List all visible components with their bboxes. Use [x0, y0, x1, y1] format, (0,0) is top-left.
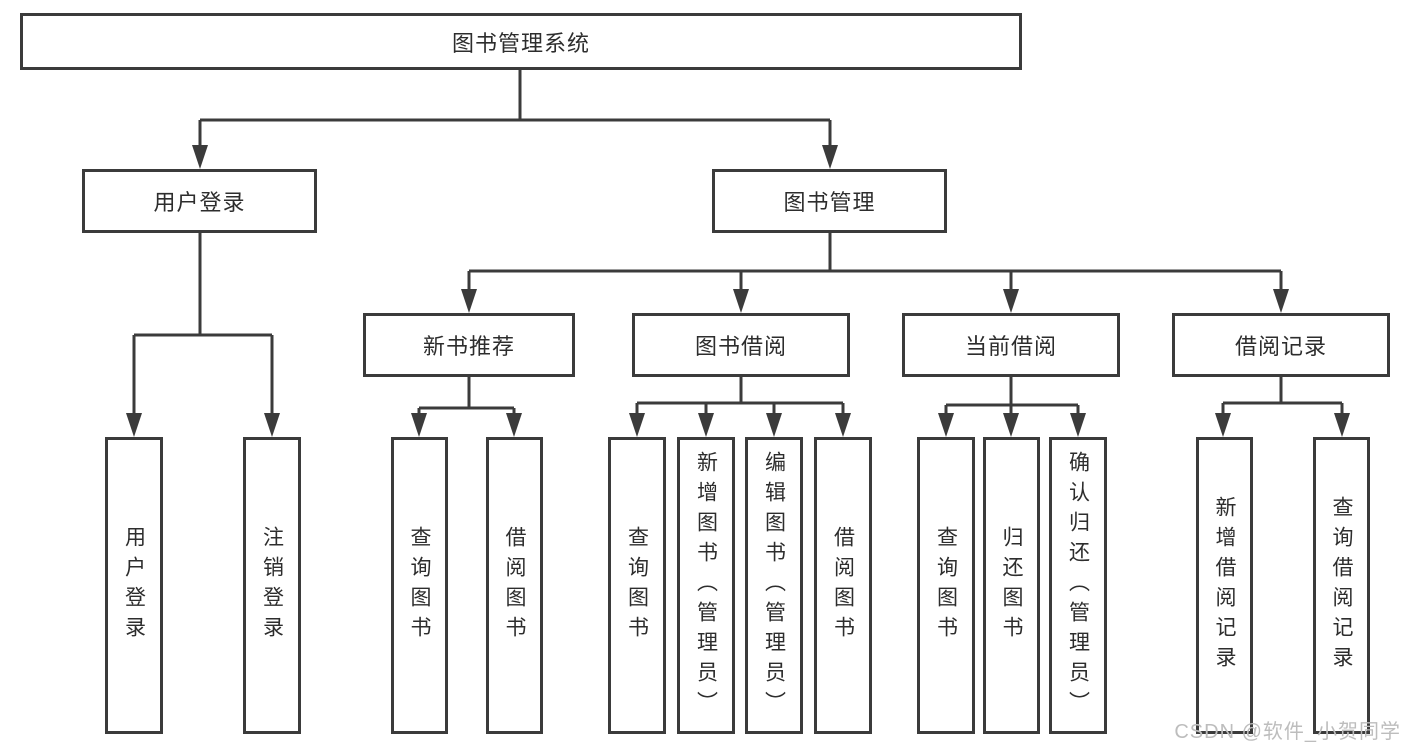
leaf-newbook-borrow-books: 借阅图书	[486, 437, 543, 734]
leaf-logout: 注销登录	[243, 437, 301, 734]
leaf-current-return-books-label: 归还图书	[1000, 525, 1024, 646]
leaf-current-return-books: 归还图书	[983, 437, 1040, 734]
leaf-records-add-borrow-record: 新增借阅记录	[1196, 437, 1253, 734]
leaf-records-add-borrow-record-label: 新增借阅记录	[1213, 495, 1237, 676]
node-borrowing-records: 借阅记录	[1172, 313, 1390, 377]
leaf-current-search-books: 查询图书	[917, 437, 975, 734]
leaf-user-login-label: 用户登录	[122, 525, 146, 646]
leaf-newbook-search-books: 查询图书	[391, 437, 448, 734]
arrowheads	[126, 145, 1350, 437]
node-book-management: 图书管理	[712, 169, 947, 233]
node-new-book-recommendation: 新书推荐	[363, 313, 575, 377]
node-book-borrowing: 图书借阅	[632, 313, 850, 377]
leaf-borrowing-search-books-label: 查询图书	[625, 525, 649, 646]
leaf-borrowing-edit-books-admin: 编辑图书（管理员）	[745, 437, 803, 734]
leaf-borrowing-add-books-admin: 新增图书（管理员）	[677, 437, 735, 734]
node-library-management-system: 图书管理系统	[20, 13, 1022, 70]
leaf-current-confirm-return-admin-label: 确认归还（管理员）	[1066, 450, 1090, 721]
tree-edges	[132, 70, 1344, 415]
csdn-watermark: CSDN @软件_小贺同学	[1174, 721, 1401, 743]
leaf-borrowing-borrow-books: 借阅图书	[814, 437, 872, 734]
leaf-user-login: 用户登录	[105, 437, 163, 734]
leaf-borrowing-edit-books-admin-label: 编辑图书（管理员）	[762, 450, 786, 721]
leaf-records-search-borrow-record-label: 查询借阅记录	[1330, 495, 1354, 676]
node-user-login: 用户登录	[82, 169, 317, 233]
leaf-newbook-search-books-label: 查询图书	[408, 525, 432, 646]
leaf-logout-label: 注销登录	[260, 525, 284, 646]
leaf-borrowing-add-books-admin-label: 新增图书（管理员）	[694, 450, 718, 721]
leaf-current-confirm-return-admin: 确认归还（管理员）	[1049, 437, 1107, 734]
leaf-newbook-borrow-books-label: 借阅图书	[503, 525, 527, 646]
leaf-borrowing-search-books: 查询图书	[608, 437, 666, 734]
leaf-current-search-books-label: 查询图书	[934, 525, 958, 646]
leaf-borrowing-borrow-books-label: 借阅图书	[831, 525, 855, 646]
leaf-records-search-borrow-record: 查询借阅记录	[1313, 437, 1370, 734]
node-current-borrowing: 当前借阅	[902, 313, 1120, 377]
